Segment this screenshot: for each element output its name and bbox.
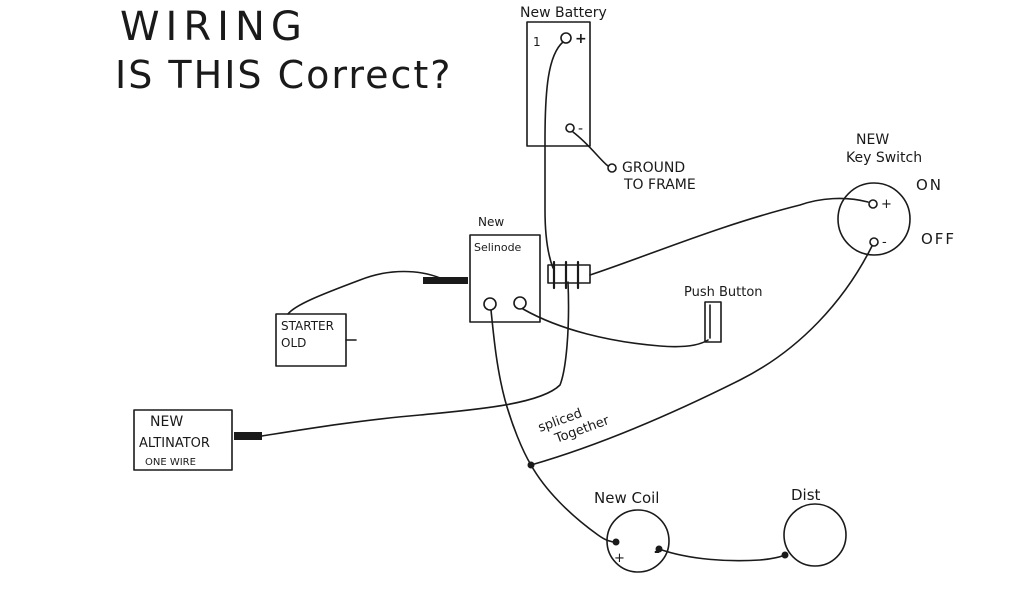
push-button-body bbox=[704, 301, 722, 343]
wire-solenoid-to-key-switch bbox=[589, 197, 869, 276]
coil-body bbox=[606, 509, 670, 573]
battery-negative-sign: - bbox=[578, 121, 583, 137]
alternator-label-line2: ALTINATOR bbox=[139, 436, 210, 451]
key-switch: NEW Key Switch + - ON OFF bbox=[837, 132, 956, 256]
alternator: NEW ALTINATOR ONE WIRE bbox=[133, 409, 262, 471]
starter: STARTER OLD bbox=[275, 313, 357, 367]
ground-label-line1: GROUND bbox=[622, 160, 685, 176]
ground-label-line2: TO FRAME bbox=[623, 177, 696, 193]
wire-battery-to-ground bbox=[572, 131, 609, 167]
battery-label: New Battery bbox=[520, 5, 607, 21]
distributor: Dist bbox=[781, 486, 847, 567]
key-switch-negative-terminal bbox=[869, 237, 879, 247]
wire-solenoid-to-alternator bbox=[261, 281, 570, 437]
wire-key-switch-to-splice bbox=[530, 245, 873, 466]
distributor-label: Dist bbox=[791, 486, 821, 504]
alternator-box bbox=[133, 409, 233, 471]
battery-box bbox=[526, 21, 591, 147]
wire-solenoid-to-starter bbox=[287, 270, 441, 315]
coil: New Coil + - bbox=[594, 489, 670, 573]
solenoid-label-line2: Selinode bbox=[474, 241, 522, 254]
battery-terminal-1: 1 bbox=[533, 35, 541, 49]
key-switch-label-line1: NEW bbox=[856, 132, 889, 148]
alternator-post bbox=[234, 432, 262, 440]
splice: spliced Together bbox=[527, 406, 612, 469]
coil-label: New Coil bbox=[594, 489, 659, 507]
starter-label-line2: OLD bbox=[281, 336, 306, 350]
wire-splice-to-coil bbox=[530, 464, 617, 543]
wire-coil-to-distributor bbox=[658, 548, 786, 562]
push-button-label: Push Button bbox=[684, 285, 763, 300]
wire-solenoid-to-splice bbox=[490, 309, 532, 466]
wires bbox=[261, 41, 873, 562]
distributor-body bbox=[783, 503, 847, 567]
coil-positive-sign: + bbox=[614, 551, 625, 566]
battery-negative-terminal bbox=[565, 123, 575, 133]
solenoid-right-terminal bbox=[513, 296, 527, 310]
alternator-label-line3: ONE WIRE bbox=[145, 457, 196, 468]
key-switch-off-label: OFF bbox=[921, 230, 956, 248]
title-line1: WIRING bbox=[120, 4, 308, 50]
alternator-label-line1: NEW bbox=[150, 414, 183, 430]
coil-negative-sign: - bbox=[654, 544, 660, 560]
solenoid: New Selinode bbox=[423, 215, 591, 323]
key-switch-body bbox=[837, 182, 911, 256]
solenoid-label-line1: New bbox=[478, 215, 504, 229]
starter-label-line1: STARTER bbox=[281, 319, 334, 333]
solenoid-box bbox=[469, 234, 541, 323]
key-switch-positive-terminal bbox=[868, 199, 878, 209]
wire-solenoid-to-push-button bbox=[522, 308, 709, 348]
battery: New Battery 1 + - bbox=[520, 5, 607, 147]
solenoid-right-post bbox=[547, 264, 591, 284]
battery-positive-sign: + bbox=[575, 31, 587, 47]
solenoid-left-post bbox=[423, 277, 468, 284]
key-switch-negative-sign: - bbox=[882, 235, 887, 250]
key-switch-label-line2: Key Switch bbox=[846, 150, 922, 166]
key-switch-positive-sign: + bbox=[881, 197, 892, 212]
push-button: Push Button bbox=[684, 285, 763, 343]
solenoid-left-terminal bbox=[483, 297, 497, 311]
ground: GROUND TO FRAME bbox=[607, 160, 696, 193]
battery-positive-terminal bbox=[560, 32, 572, 44]
ground-terminal bbox=[607, 163, 617, 173]
wire-battery-to-solenoid bbox=[544, 41, 564, 269]
title-line2: IS THIS Correct? bbox=[115, 53, 452, 97]
key-switch-on-label: ON bbox=[916, 176, 943, 194]
